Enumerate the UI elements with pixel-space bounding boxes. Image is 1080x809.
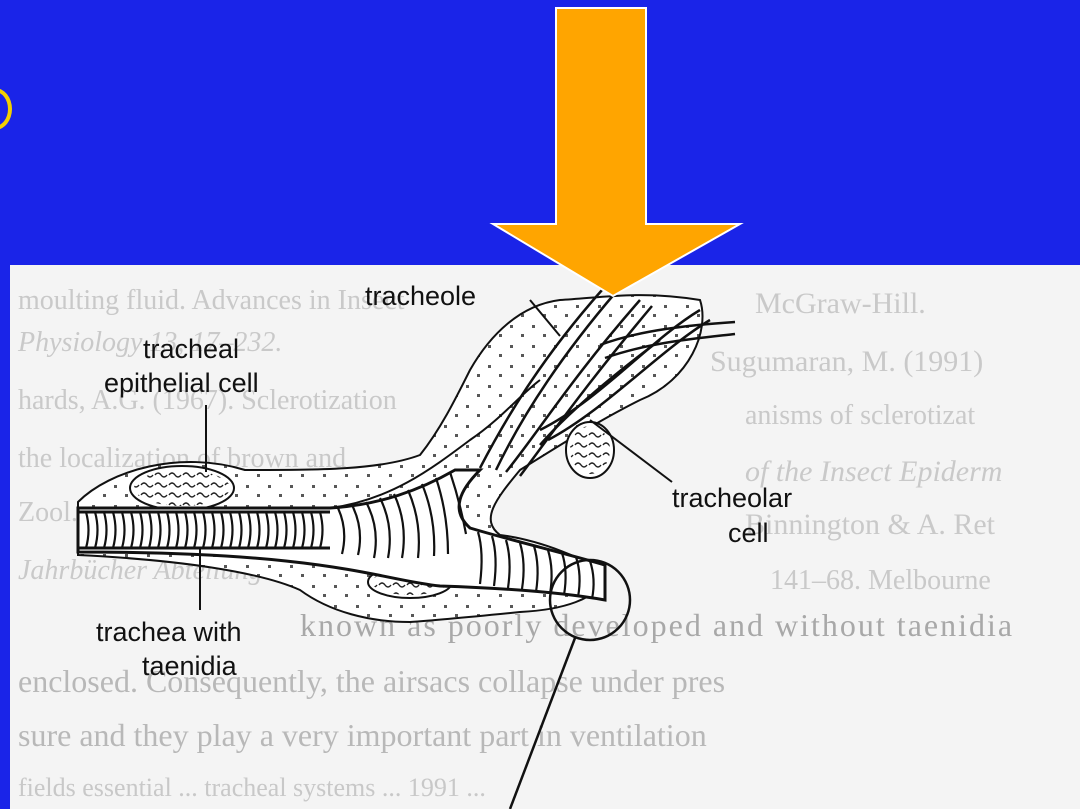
- label-taenidia: taenidia: [142, 651, 238, 681]
- label-trachea-with: trachea with: [96, 617, 242, 647]
- label-tracheolar: tracheolar: [672, 483, 792, 513]
- down-arrow: [493, 8, 740, 296]
- label-tracheole: tracheole: [365, 281, 476, 311]
- label-cell: cell: [728, 518, 769, 548]
- label-tracheal: tracheal: [143, 334, 239, 364]
- label-epithelial-cell: epithelial cell: [104, 368, 259, 398]
